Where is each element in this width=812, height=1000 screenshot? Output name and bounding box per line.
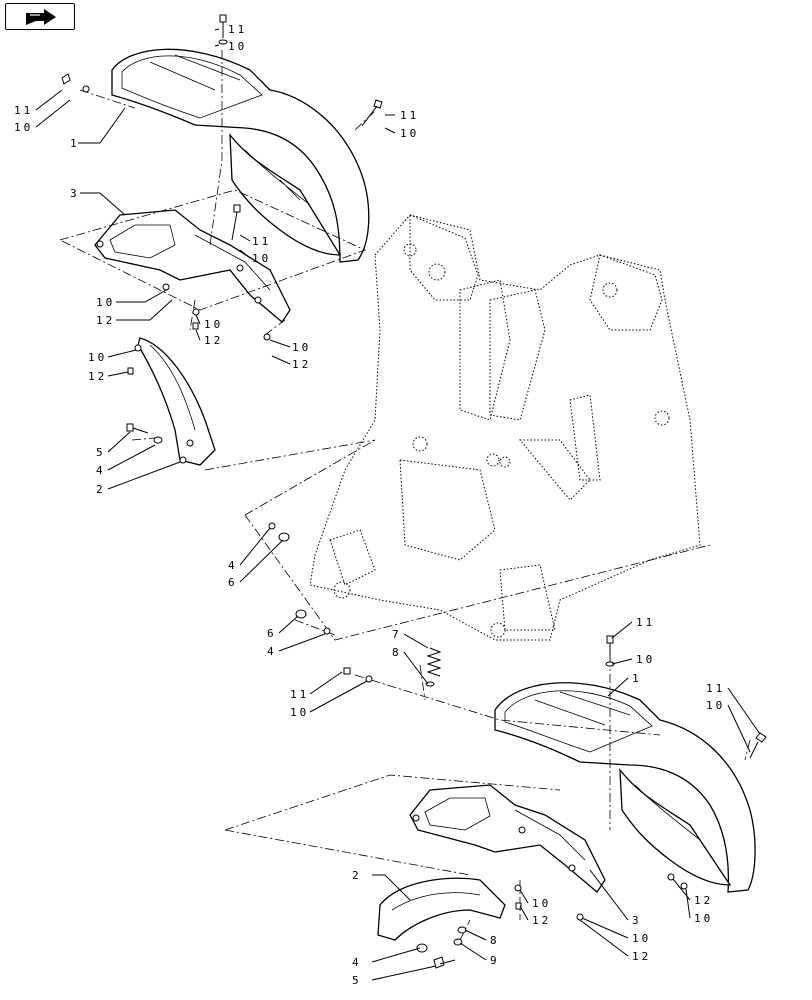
callout-4: 4 <box>352 956 362 969</box>
callout-12: 12 <box>292 358 311 371</box>
callout-6: 6 <box>267 627 277 640</box>
callout-10: 10 <box>252 252 271 265</box>
phantom-lines <box>58 50 751 941</box>
callout-1: 1 <box>70 137 80 150</box>
callout-4: 4 <box>228 559 238 572</box>
callout-10: 10 <box>694 912 713 925</box>
callout-11: 11 <box>400 109 419 122</box>
callout-7: 7 <box>392 628 402 641</box>
callout-11: 11 <box>290 688 309 701</box>
callout-8: 8 <box>392 646 402 659</box>
callout-11: 11 <box>252 235 271 248</box>
arrow-forward-icon <box>26 9 56 25</box>
callout-5: 5 <box>96 446 106 459</box>
mount-bracket-left <box>94 209 291 323</box>
callout-4: 4 <box>267 645 277 658</box>
next-page-button[interactable] <box>5 3 75 30</box>
callout-11: 11 <box>228 23 247 36</box>
callout-12: 12 <box>532 914 551 927</box>
support-arm-left <box>137 337 216 466</box>
callout-10: 10 <box>88 351 107 364</box>
callout-2: 2 <box>96 483 106 496</box>
callout-2: 2 <box>352 869 362 882</box>
callout-11: 11 <box>14 104 33 117</box>
callout-10: 10 <box>96 296 115 309</box>
support-arm-right <box>377 877 506 941</box>
callout-12: 12 <box>632 950 651 963</box>
callout-10: 10 <box>228 40 247 53</box>
callout-12: 12 <box>204 334 223 347</box>
callout-10: 10 <box>706 699 725 712</box>
callout-10: 10 <box>204 318 223 331</box>
loader-frame <box>309 214 701 641</box>
callout-10: 10 <box>290 706 309 719</box>
callout-12: 12 <box>694 894 713 907</box>
fender-left <box>111 48 370 263</box>
callout-5: 5 <box>352 974 362 987</box>
callout-10: 10 <box>636 653 655 666</box>
callout-10: 10 <box>400 127 419 140</box>
callout-10: 10 <box>532 897 551 910</box>
hardware <box>61 14 767 969</box>
callout-6: 6 <box>228 576 238 589</box>
callout-12: 12 <box>88 370 107 383</box>
callout-3: 3 <box>632 914 642 927</box>
callout-9: 9 <box>490 954 500 967</box>
callout-labels: 11 10 11 10 1 11 10 3 11 10 10 12 10 12 … <box>14 23 725 987</box>
callout-10: 10 <box>14 121 33 134</box>
mount-bracket-right <box>409 784 606 893</box>
callout-3: 3 <box>70 187 80 200</box>
fender-right <box>494 682 756 893</box>
callout-4: 4 <box>96 464 106 477</box>
callout-8: 8 <box>490 934 500 947</box>
callout-11: 11 <box>636 616 655 629</box>
callout-11: 11 <box>706 682 725 695</box>
callout-10: 10 <box>292 341 311 354</box>
callout-leaders <box>35 28 761 981</box>
callout-1: 1 <box>632 672 642 685</box>
callout-12: 12 <box>96 314 115 327</box>
callout-10: 10 <box>632 932 651 945</box>
